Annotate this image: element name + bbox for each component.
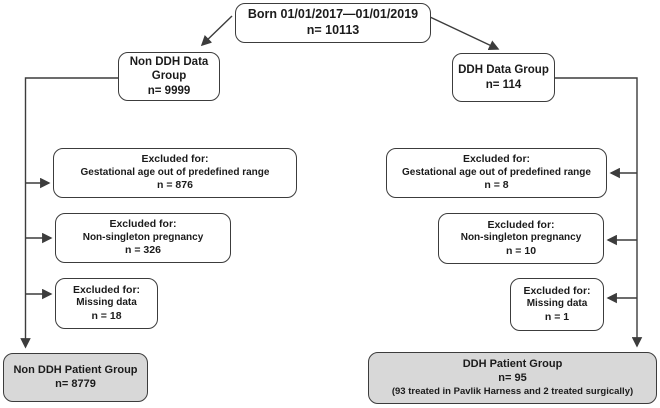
node-count: n= 8779	[55, 377, 96, 390]
node-ddh-data-group: DDH Data Group n= 114	[452, 53, 555, 102]
node-count: n = 326	[125, 244, 161, 257]
connector-root-to-ddh-group	[429, 16, 500, 50]
connector-root-to-non-ddh-group	[200, 15, 233, 47]
exclusion-reason: Gestational age out of predefined range	[80, 166, 270, 178]
exclusion-reason: Non-singleton pregnancy	[82, 231, 204, 243]
node-ddh-excluded-missing-data: Excluded for: Missing data n = 1	[510, 278, 604, 331]
exclusion-header: Excluded for:	[109, 218, 177, 231]
exclusion-header: Excluded for:	[141, 153, 209, 166]
node-count: n= 95	[498, 372, 527, 385]
node-ddh-patient-group: DDH Patient Group n= 95 (93 treated in P…	[368, 352, 657, 404]
node-title: DDH Patient Group	[462, 358, 563, 371]
node-count: n = 10	[505, 244, 537, 257]
node-ddh-excluded-non-singleton: Excluded for: Non-singleton pregnancy n …	[438, 213, 604, 264]
node-count: n = 18	[91, 309, 122, 322]
node-non-ddh-excluded-gestational-age: Excluded for: Gestational age out of pre…	[53, 148, 297, 198]
node-count: n= 114	[485, 78, 522, 91]
node-ddh-excluded-gestational-age: Excluded for: Gestational age out of pre…	[386, 148, 607, 198]
connector-ddh-trunk	[555, 77, 643, 348]
node-title: DDH Data Group	[458, 64, 549, 77]
exclusion-reason: Non-singleton pregnancy	[460, 232, 582, 244]
node-title: Born 01/01/2017—01/01/2019	[247, 7, 419, 22]
exclusion-reason: Missing data	[76, 297, 137, 309]
node-count: n = 1	[544, 310, 570, 323]
exclusion-header: Excluded for:	[523, 284, 591, 297]
exclusion-reason: Missing data	[526, 298, 588, 310]
exclusion-header: Excluded for:	[487, 218, 555, 231]
node-count: n = 876	[157, 179, 193, 192]
node-non-ddh-excluded-non-singleton: Excluded for: Non-singleton pregnancy n …	[55, 213, 231, 263]
node-non-ddh-excluded-missing-data: Excluded for: Missing data n = 18	[55, 278, 158, 329]
connector-non-ddh-trunk	[20, 77, 118, 349]
node-title: Non DDH Data Group	[129, 55, 209, 83]
node-title: Non DDH Patient Group	[13, 363, 138, 376]
exclusion-header: Excluded for:	[72, 283, 141, 296]
node-non-ddh-data-group: Non DDH Data Group n= 9999	[118, 52, 220, 101]
node-non-ddh-patient-group: Non DDH Patient Group n= 8779	[3, 353, 148, 402]
node-treatment-note: (93 treated in Pavlik Harness and 2 trea…	[391, 385, 634, 397]
node-count: n= 10113	[306, 23, 360, 37]
node-born-cohort: Born 01/01/2017—01/01/2019 n= 10113	[235, 3, 431, 43]
node-count: n = 8	[484, 179, 509, 192]
node-count: n= 9999	[147, 84, 191, 97]
exclusion-reason: Gestational age out of predefined range	[402, 166, 591, 178]
exclusion-header: Excluded for:	[462, 153, 531, 166]
